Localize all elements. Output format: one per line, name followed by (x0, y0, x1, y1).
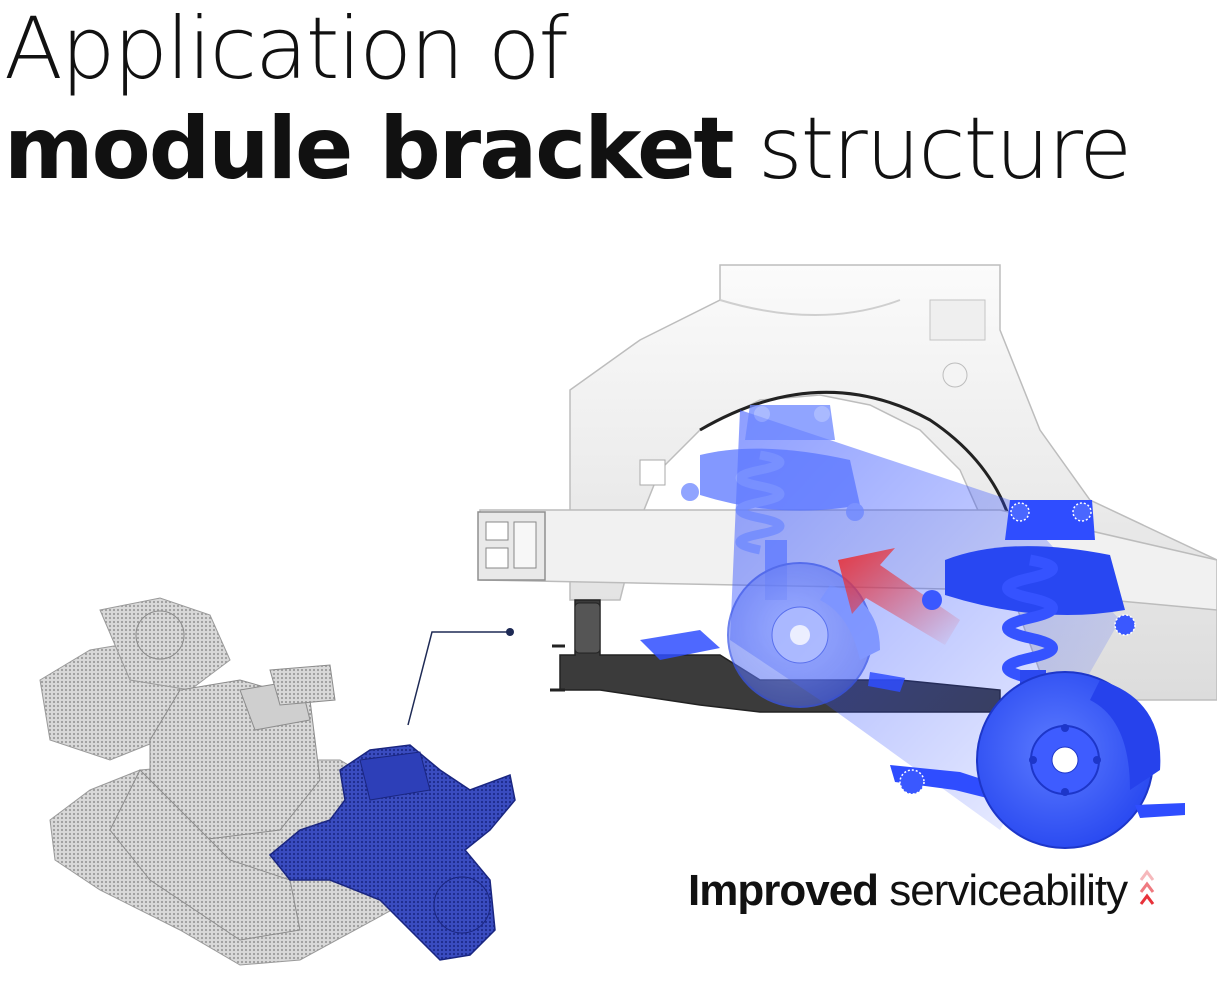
move-direction-arrow (838, 548, 960, 645)
module-bracket-highlight (268, 744, 516, 961)
title-line-1: Application of (4, 0, 569, 99)
caption-emphasis: Improved (688, 866, 879, 915)
title-line-2: module bracket structure (4, 106, 1132, 192)
serviceability-caption: Improved serviceability (688, 866, 1155, 919)
strut-new-position (890, 500, 1185, 849)
title-suffix: structure (732, 99, 1132, 199)
caption-suffix: serviceability (878, 866, 1128, 915)
title-emphasis: module bracket (4, 99, 735, 199)
module-assembly-halftone (39, 597, 421, 966)
strut-original-position (681, 405, 880, 708)
double-chevron-up-icon (1139, 868, 1155, 919)
callout-leader-line (407, 628, 514, 726)
